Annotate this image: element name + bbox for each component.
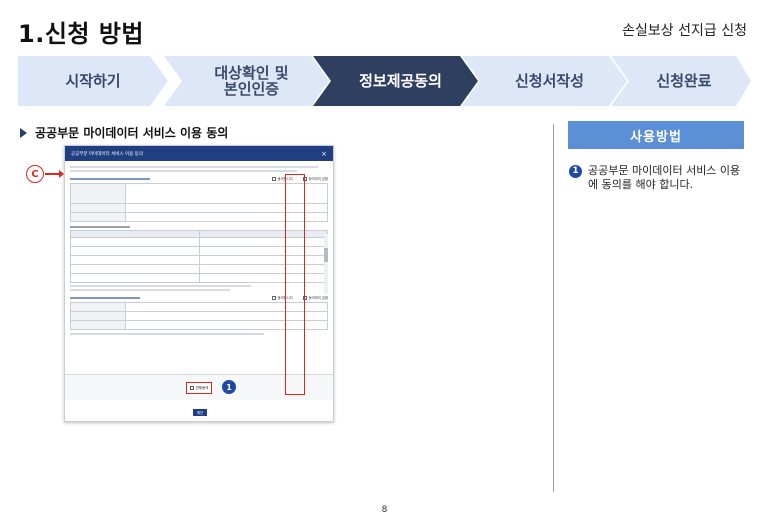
step-number-badge: 1 [222, 380, 236, 394]
usage-guide-button: 사용방법 [568, 121, 744, 149]
step-start: 시작하기 [18, 56, 168, 106]
section-title: 공공부문 마이데이터 서비스 이용 동의 [35, 126, 229, 140]
dialog-footer-note [70, 333, 328, 335]
triangle-bullet-icon [20, 127, 27, 138]
close-icon[interactable]: × [321, 149, 327, 158]
page-number: 8 [381, 505, 388, 515]
dialog-header: 공공부문 마이데이터 서비스 이용 동의 × [65, 146, 333, 161]
step-label: 정보제공동의 [359, 71, 442, 90]
step-verify: 대상확인 및 본인인증 [164, 56, 329, 106]
step-complete: 신청완료 [611, 56, 751, 106]
callout-c-marker: C [26, 165, 44, 183]
step-label-line1: 대상확인 및 [214, 63, 289, 82]
step-consent-active: 정보제공동의 [313, 56, 478, 106]
scrollbar-track[interactable] [324, 234, 328, 294]
consent-dialog-screenshot: 공공부문 마이데이터 서비스 이용 동의 × 동의합니다 동의하지 않음 [64, 145, 334, 422]
step-label: 신청완료 [656, 71, 712, 90]
page-subtitle: 손실보상 선지급 신청 [622, 23, 747, 39]
scrollbar-thumb[interactable] [324, 248, 328, 262]
note-number-badge: 1 [569, 165, 582, 178]
dialog-title: 공공부문 마이데이터 서비스 이용 동의 [71, 151, 143, 157]
agree-all-checkbox[interactable]: 전체동의 [186, 382, 212, 394]
consent-section-2: 동의합니다 동의하지 않음 [70, 295, 328, 300]
step-progress: 시작하기 대상확인 및 본인인증 정보제공동의 신청서작성 신청완료 [18, 56, 751, 106]
page-title: 1.신청 방법 [18, 20, 144, 48]
dialog-note-lines [70, 285, 328, 291]
data-list-table [70, 226, 328, 294]
dialog-body: 동의합니다 동의하지 않음 [65, 161, 333, 341]
agree-all-area: 전체동의 1 [65, 374, 333, 400]
disagree-checkbox[interactable]: 동의하지 않음 [302, 176, 328, 181]
step-application: 신청서작성 [462, 56, 627, 106]
consent-table-1 [70, 183, 328, 222]
vertical-divider [553, 124, 554, 492]
arrow-right-icon [45, 170, 64, 177]
usage-note-text: 공공부문 마이데이터 서비스 이용에 동의를 해야 합니다. [588, 164, 741, 192]
step-label: 시작하기 [65, 71, 121, 90]
consent-section-1: 동의합니다 동의하지 않음 [70, 176, 328, 181]
disagree-checkbox-2[interactable]: 동의하지 않음 [302, 295, 328, 300]
agree-checkbox[interactable]: 동의합니다 [271, 176, 293, 181]
step-label-line2: 본인인증 [223, 80, 280, 98]
section-heading: 공공부문 마이데이터 서비스 이용 동의 [20, 124, 228, 141]
step-label: 신청서작성 [514, 71, 584, 90]
usage-note-item: 1 공공부문 마이데이터 서비스 이용에 동의를 해야 합니다. [569, 164, 747, 193]
consent-table-2 [70, 302, 328, 330]
dialog-intro-lines [70, 166, 328, 172]
agree-checkbox-2[interactable]: 동의합니다 [271, 295, 293, 300]
confirm-button[interactable]: 확인 [193, 409, 207, 416]
